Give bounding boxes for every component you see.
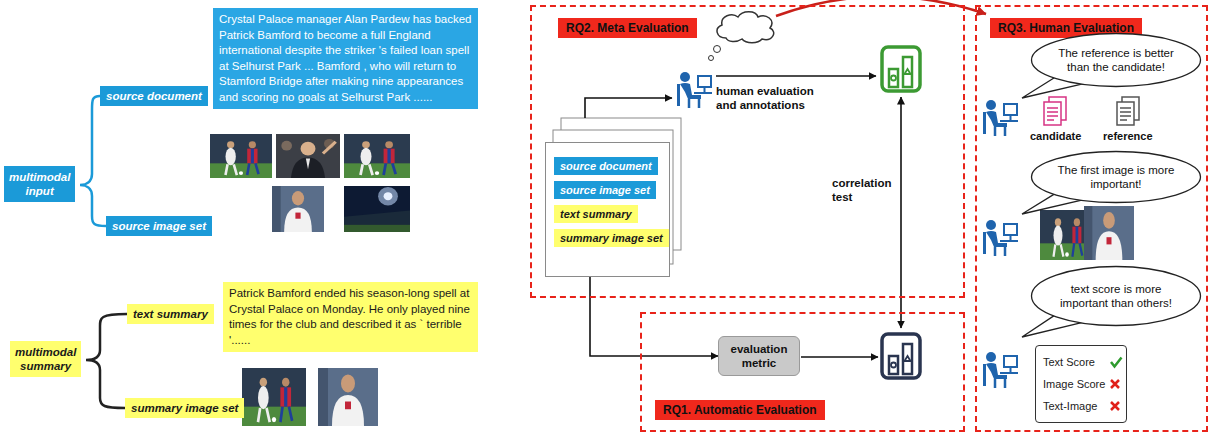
correlation-label: correlation test [832,176,891,204]
node-text: Patrick Bamford ended his season-long sp… [229,286,472,348]
bubble-outline [1030,150,1202,204]
flow-arrow [801,356,878,358]
speech-bubble: The first image is more important! [1030,150,1202,204]
node-text: summary image set [131,401,238,415]
document-box: Crystal Palace manager Alan Pardew has b… [213,8,478,109]
annotator-icon [983,100,1018,136]
source-photo [276,134,340,178]
input-bracket [80,96,106,226]
summary-photo [242,368,306,426]
rq-region: RQ1. Automatic Evaluation evaluation metr… [640,312,965,432]
annotator-icon [983,352,1018,388]
bubble-ellipse [1032,267,1201,326]
node-text: evaluation metric [725,342,793,370]
node-text: source image set [554,181,656,199]
node-text: Text-Image [1043,395,1122,417]
node-text: text summary [133,307,208,321]
summary-photo [318,368,378,426]
annotation-label: human evaluation and annotations [716,84,828,112]
ranked-photo [1084,206,1134,260]
part-label: summary image set [125,398,244,418]
rq-region: RQ3. Human EvaluationThe reference is be… [975,5,1208,432]
node-text: The reference is better than the candida… [1052,46,1180,74]
document-stack: source document source image set text summ… [545,142,670,277]
human-score-chart [882,47,920,91]
doc-label: reference [1103,129,1153,143]
check-mark [1111,358,1122,367]
thought-dot [709,56,714,61]
node-text: Image Score [1043,373,1122,395]
bubble-ellipse [1032,152,1201,203]
node-text: multimodal input [9,170,70,198]
node-text: The first image is more important! [1052,163,1180,191]
part-label: source image set [106,216,212,236]
rq-region: RQ2. Meta Evaluationsource documentsourc… [530,5,965,298]
summary-bracket [86,314,127,408]
section-title: RQ1. Automatic Evaluation [655,400,825,420]
bubble-ellipse [1032,34,1201,87]
thought-cloud [717,12,774,43]
node-text: text summary [554,205,638,223]
node-text: Crystal Palace manager Alan Pardew has b… [219,12,472,105]
source-photo [344,186,410,232]
node-text: source document [554,157,658,175]
part-label: text summary [127,304,214,324]
score-checklist: Text ScoreImage ScoreText-Image [1035,345,1127,423]
speech-bubble: text score is more important than others… [1030,265,1202,327]
speech-bubble: The reference is better than the candida… [1030,32,1202,88]
node-text: source document [106,89,202,103]
source-photo [210,134,272,178]
cross-mark [1111,402,1119,410]
process-box: evaluation metric [718,336,800,376]
correlation-arrow [900,97,902,328]
node-text: multimodal summary [15,345,76,373]
source-photo [344,134,410,178]
cross-mark [1111,380,1119,388]
metric-score-chart [882,334,920,378]
flow-arrow [585,98,672,118]
doc-label: candidate [1030,129,1081,143]
summary-label: multimodal summary [10,341,81,377]
node-text: source image set [112,219,206,233]
candidate-doc [1044,97,1066,125]
reference-doc [1117,97,1139,125]
node-text: Text Score [1043,351,1122,373]
flow-connector [590,277,718,356]
annotator-icon [983,220,1018,256]
node-text: summary image set [554,229,669,247]
section-title: RQ2. Meta Evaluation [558,18,697,38]
curved-arrow [776,0,986,16]
input-label: multimodal input [4,166,75,202]
thought-dot [714,46,721,53]
bubble-outline [1030,32,1202,88]
source-photo [272,186,324,232]
part-label: source document [100,86,208,106]
annotator-icon [677,72,712,108]
flow-arrow [716,75,876,77]
bubble-outline [1030,265,1202,327]
node-text: text score is more important than others… [1052,282,1180,310]
summary-box: Patrick Bamford ended his season-long sp… [223,282,478,352]
